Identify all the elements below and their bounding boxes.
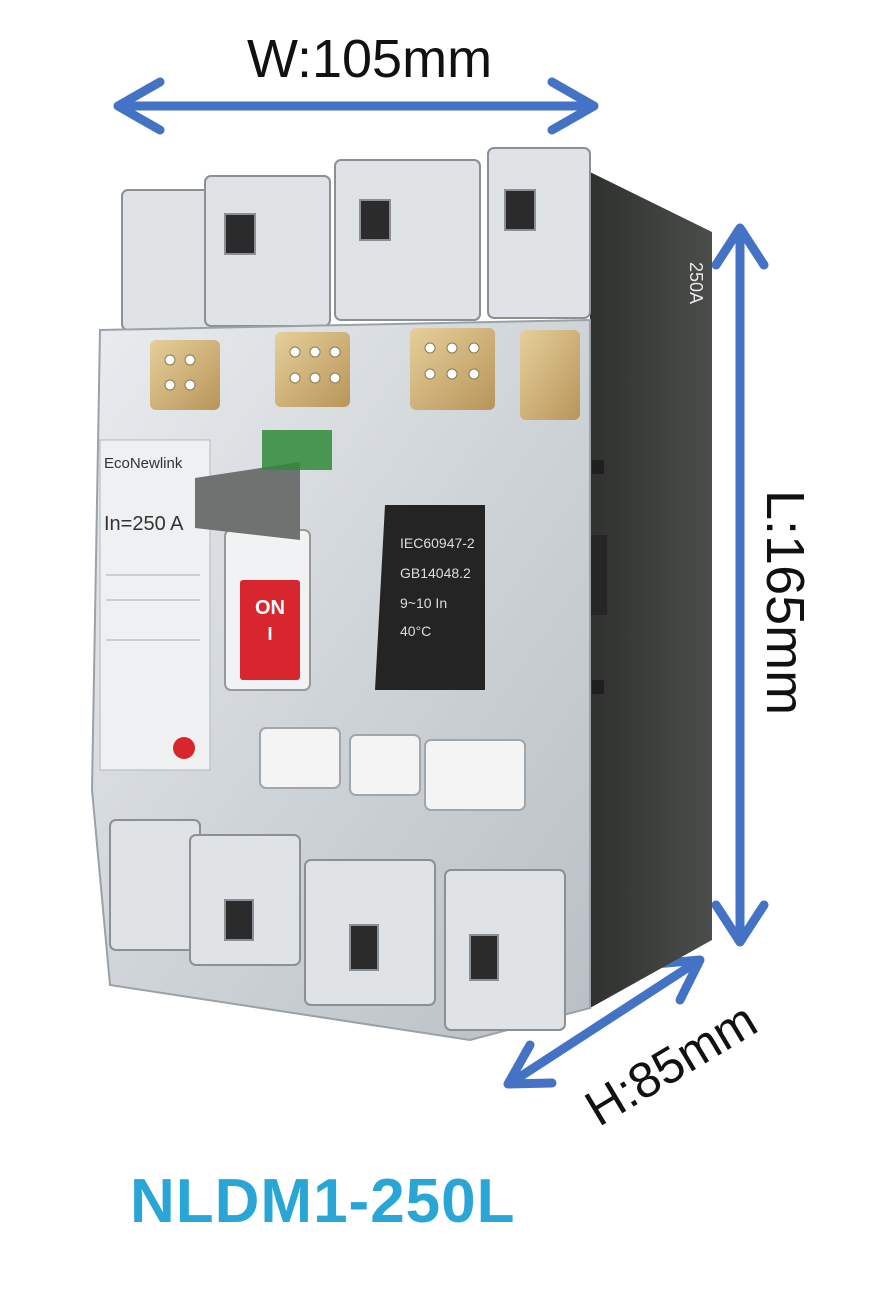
breaker-side-body <box>590 172 712 1008</box>
lower-mechanism <box>259 727 526 811</box>
bottom-terminals <box>109 819 566 1031</box>
svg-text:IEC60947-2: IEC60947-2 <box>400 535 475 551</box>
top-terminals <box>121 147 591 331</box>
nameplate: IEC60947-2 GB14048.2 9~10 In 40°C <box>375 505 485 690</box>
length-label-wrap: L:165mm <box>755 490 820 740</box>
switch-symbol-text: I <box>267 624 272 644</box>
brand-text: EcoNewlink <box>104 455 183 472</box>
operating-handle: ON I <box>195 430 332 691</box>
side-mark-text: 250A <box>686 262 706 304</box>
model-name: NLDM1-250L <box>130 1167 516 1236</box>
switch-on-text: ON <box>255 597 285 619</box>
breaker: 250A EcoNewlink <box>90 147 712 1042</box>
brass-contacts <box>150 328 580 420</box>
svg-text:9~10 In: 9~10 In <box>400 595 447 611</box>
rating-text: In=250 A <box>104 513 184 535</box>
svg-text:GB14048.2: GB14048.2 <box>400 565 471 581</box>
length-arrow <box>711 223 769 947</box>
left-info-panel: EcoNewlink In=250 A <box>99 439 211 771</box>
test-button <box>173 737 195 759</box>
length-label: L:165mm <box>755 490 815 716</box>
svg-text:40°C: 40°C <box>400 623 431 639</box>
width-arrow <box>113 77 599 135</box>
width-label: W:105mm <box>247 29 493 89</box>
